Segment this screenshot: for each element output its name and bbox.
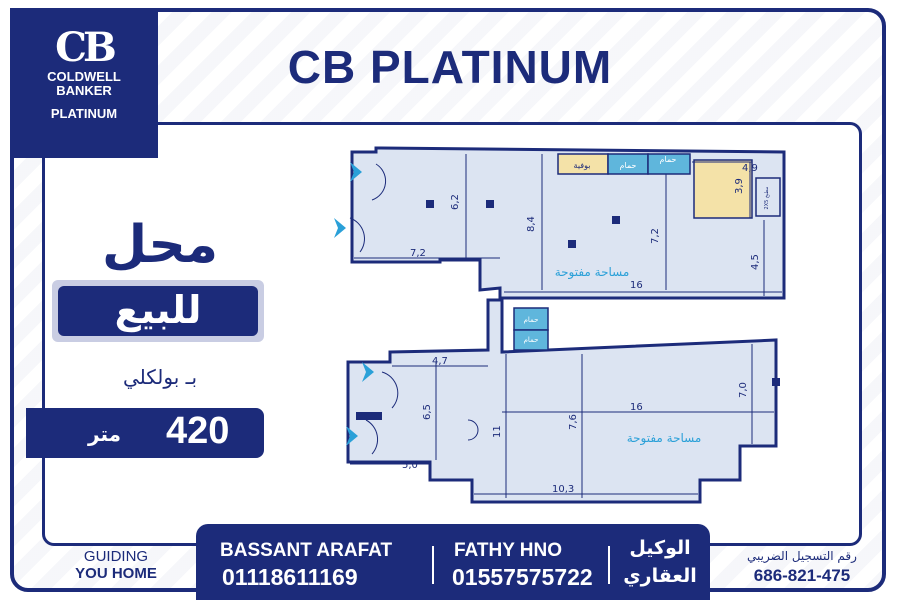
bath-label-1: حمام bbox=[620, 161, 637, 170]
column bbox=[486, 200, 494, 208]
entrance-arrow-icon bbox=[362, 362, 374, 382]
logo-line-3: PLATINUM bbox=[50, 106, 118, 121]
entrance-arrow-icon bbox=[346, 426, 358, 446]
dim-label: 16 bbox=[630, 280, 643, 291]
bath-room-2 bbox=[647, 153, 691, 175]
slogan-line-2: YOU HOME bbox=[75, 565, 157, 582]
bath-label-2: حمام bbox=[660, 155, 677, 164]
bath-label-3: حمام bbox=[524, 316, 539, 324]
dim-label: 8,4 bbox=[526, 216, 537, 232]
area-badge: متر 420 bbox=[26, 408, 264, 458]
agent1-phone[interactable]: 01118611169 bbox=[222, 564, 358, 590]
area-value: 420 bbox=[166, 410, 230, 452]
small-room bbox=[755, 177, 781, 217]
dimension-lines bbox=[350, 154, 782, 498]
dim-label: 5,0 bbox=[402, 460, 418, 471]
entrance-arrow-icon bbox=[350, 162, 362, 182]
buffet-label: بوفية bbox=[574, 161, 591, 170]
dim-label: 4,7 bbox=[432, 356, 448, 367]
status-badge: للبيع bbox=[58, 286, 258, 336]
dimension-labels: 6,2 8,4 7,2 4,9 3,9 4,5 7,2 16 4,7 6,5 1… bbox=[402, 163, 761, 495]
lower-unit-outline bbox=[346, 298, 778, 504]
dim-label: 3,9 bbox=[734, 178, 745, 194]
dim-label: 4,5 bbox=[750, 254, 761, 270]
column bbox=[612, 216, 620, 224]
listing-type: محل bbox=[101, 215, 219, 275]
brand-logo: CB COLDWELL BANKER PLATINUM bbox=[10, 8, 158, 158]
door-arcs bbox=[349, 163, 479, 455]
brand-slogan: GUIDING YOU HOME bbox=[56, 548, 176, 582]
column bbox=[772, 378, 780, 386]
dim-label: 16 bbox=[630, 402, 643, 413]
logo-line-1: COLDWELL bbox=[47, 69, 121, 84]
bath-label-4: حمام bbox=[524, 336, 539, 344]
tax-number: 686-821-475 bbox=[753, 566, 851, 585]
area-unit: متر bbox=[88, 422, 121, 446]
divider bbox=[432, 546, 434, 584]
divider bbox=[608, 546, 610, 584]
contact-bar: BASSANT ARAFAT 01118611169 FATHY HNO 015… bbox=[196, 524, 710, 600]
stairs-icon bbox=[356, 412, 382, 420]
logo-line-2: BANKER bbox=[56, 83, 112, 98]
agent2-phone[interactable]: 01557575722 bbox=[452, 564, 593, 590]
dim-label: 6,5 bbox=[422, 404, 433, 420]
floor-plan: بوفية حمام حمام حمام حمام 2X5 مطبخ مساحة… bbox=[334, 146, 786, 504]
kitchen-room bbox=[693, 159, 753, 219]
column bbox=[568, 240, 576, 248]
tax-label: رقم التسجيل الضريبي bbox=[747, 549, 857, 563]
dim-label: 7,2 bbox=[650, 228, 661, 244]
agent-title: الوكيل العقاري bbox=[616, 534, 704, 590]
agent2-name: FATHY HNO bbox=[454, 540, 563, 561]
upper-unit-outline bbox=[350, 146, 786, 300]
bath-room-4 bbox=[513, 329, 549, 351]
dim-label: 7,2 bbox=[410, 248, 426, 259]
agent1-name: BASSANT ARAFAT bbox=[220, 540, 393, 561]
open-space-label-2: مساحة مفتوحة bbox=[627, 431, 702, 446]
small-room-label: 2X5 مطبخ bbox=[764, 186, 770, 209]
column bbox=[426, 200, 434, 208]
dim-label: 10,3 bbox=[552, 484, 574, 495]
open-space-label-1: مساحة مفتوحة bbox=[555, 265, 630, 280]
agent-title-line-1: الوكيل bbox=[629, 537, 691, 559]
dim-label: 7,6 bbox=[568, 414, 579, 430]
dim-label: 4,9 bbox=[742, 163, 758, 174]
page-title: CB PLATINUM bbox=[287, 41, 613, 93]
dim-label: 7,0 bbox=[738, 382, 749, 398]
slogan-line-1: GUIDING bbox=[83, 548, 149, 565]
dim-label: 6,2 bbox=[450, 194, 461, 210]
listing-location: بـ بولكلي bbox=[122, 365, 198, 389]
dim-label: 11 bbox=[492, 425, 503, 438]
entrance-arrow-icon bbox=[334, 218, 346, 238]
logo-mark: CB bbox=[55, 24, 117, 71]
entrance-arrows bbox=[334, 162, 374, 446]
agent-title-line-2: العقاري bbox=[623, 565, 697, 587]
